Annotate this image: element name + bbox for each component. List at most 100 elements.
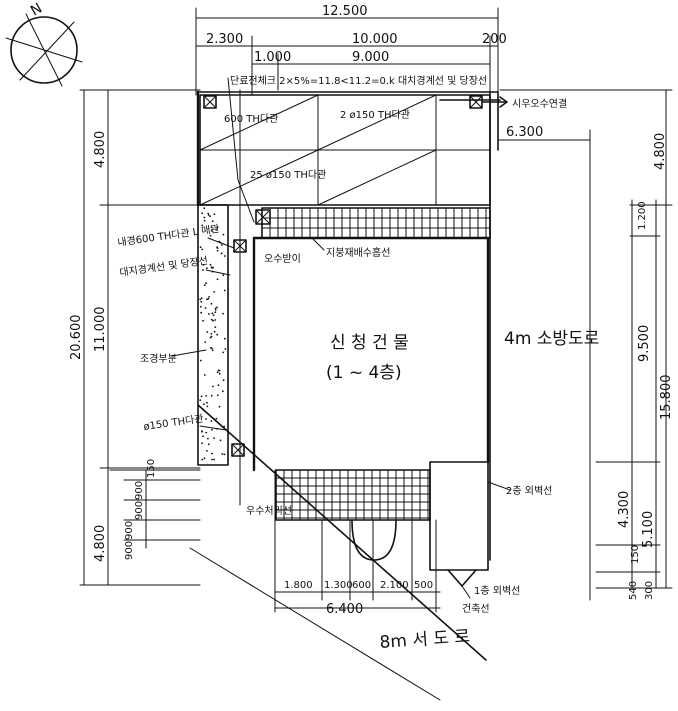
planting-dot [210,333,213,335]
dim-right-e: 5.100 [641,511,656,548]
planting-dot [222,312,224,315]
south-road-lines [189,404,487,701]
planting-dot [203,284,206,287]
label-boundary: 대지경계선 및 당장선 [119,254,209,279]
planting-dot [210,226,213,229]
planting-dot [200,311,203,314]
planting-dot [206,267,208,269]
road-east-label: 4m 소방도로 [504,329,599,349]
dim-right-top: 4.800 [653,133,668,170]
dim-top-mid: 10.000 [352,32,398,47]
road-south-label: 8m 서 도 로 [379,627,471,653]
dim-left-mid: 11.000 [93,307,108,353]
planting-dot [215,417,218,420]
dim-top-left: 2.300 [206,32,243,47]
label-pipe-slope: 2 ø150 TH다관 [340,109,410,121]
planting-dot [213,330,216,333]
dim-bottom-total: 6.400 [326,602,363,617]
planting-dot [211,347,213,350]
planting-dot [199,399,202,401]
dim-bottom-b: 1.300 [324,580,353,591]
planting-dot [216,306,218,309]
planting-dot [208,313,210,315]
planting-dot [200,395,203,398]
planting-dot [221,244,223,246]
dim-top-sub-left: 1.000 [254,50,291,65]
dim-left-upper: 4.800 [93,131,108,168]
dim-stair-d: 900 [124,521,135,540]
label-pipe-left-low: ø150 TH다관 [143,413,205,433]
planting-dot [200,297,203,300]
planting-dot [204,307,207,309]
planting-dot [203,207,206,210]
planting-dot [215,229,218,231]
planting-dot [202,319,205,322]
planting-dot [217,369,220,372]
dim-bottom-c: 600 [352,580,371,591]
planting-dot [205,395,208,397]
dim-setback-right: 6.300 [506,125,543,140]
planting-dot [216,394,219,397]
planting-dot [205,431,208,434]
planting-dot [211,458,214,461]
dim-stair-a: 150 [146,459,157,478]
planting-dot [200,305,202,308]
annotations: 단료전체크 2×5%=11.8<11.2=0.k 대치경계선 및 당장선 시우오… [117,74,600,653]
leader-lines [171,77,511,599]
label-bottom-ditch: 우수처리선 [246,505,292,517]
label-left-pipe: 내경600 TH다관 L 매관 [117,222,221,249]
planting-dot [207,214,210,216]
dim-top-right: 200 [482,32,507,47]
planting-dot [207,443,210,446]
planting-dot [200,300,203,303]
planting-dot [221,453,224,455]
planting-dot [209,215,212,218]
planting-dot [208,296,211,298]
planting-dot [211,267,214,269]
planting-dot [201,248,204,251]
planting-dot [219,439,222,442]
planting-dot [210,394,213,397]
planting-dot [214,311,217,314]
parking-area [199,89,501,206]
planting-dot [211,428,213,431]
planting-dot [212,385,214,388]
planting-dot [206,450,208,452]
planting-dot [212,314,215,316]
planting-dot [205,418,207,420]
dim-left-lower: 4.800 [93,525,108,562]
planting-dot [199,298,202,301]
planting-dot [214,319,217,321]
dim-bottom-d: 2.100 [380,580,409,591]
stair-dimensions: 150 900 900 900 900 [109,459,201,560]
planting-dot [199,246,202,249]
planting-dot [203,457,206,460]
top-dimensions: 12.500 2.300 10.000 200 1.000 9.000 [195,4,507,96]
planting-dot [206,331,209,333]
planting-dot [209,234,212,237]
planting-dot [216,246,219,249]
planting-dot [203,216,206,219]
planting-dot [223,453,226,456]
planting-dot [206,405,209,408]
label-catch-basin: 지붕재배수흡선 [326,246,390,259]
stair-block [275,461,489,587]
north-arrow-icon: N [5,0,83,87]
hatched-deck [261,207,491,239]
dim-bottom-a: 1.800 [284,580,313,591]
planting-dot [205,282,207,285]
planting-dot [218,372,221,375]
dim-right-a: 1.200 [637,201,648,230]
dim-right-d: 4.300 [617,491,632,528]
planting-dot [201,212,204,215]
planting-dot [202,435,205,438]
planting-dot [206,298,208,301]
planting-dot [213,213,216,216]
label-top-formula: 단료전체크 2×5%=11.8<11.2=0.k 대치경계선 및 당장선 [230,74,487,87]
planting-dot [202,264,205,266]
planting-dot [216,278,219,281]
dim-stair-b: 900 [134,481,145,500]
planting-dot [222,390,224,393]
